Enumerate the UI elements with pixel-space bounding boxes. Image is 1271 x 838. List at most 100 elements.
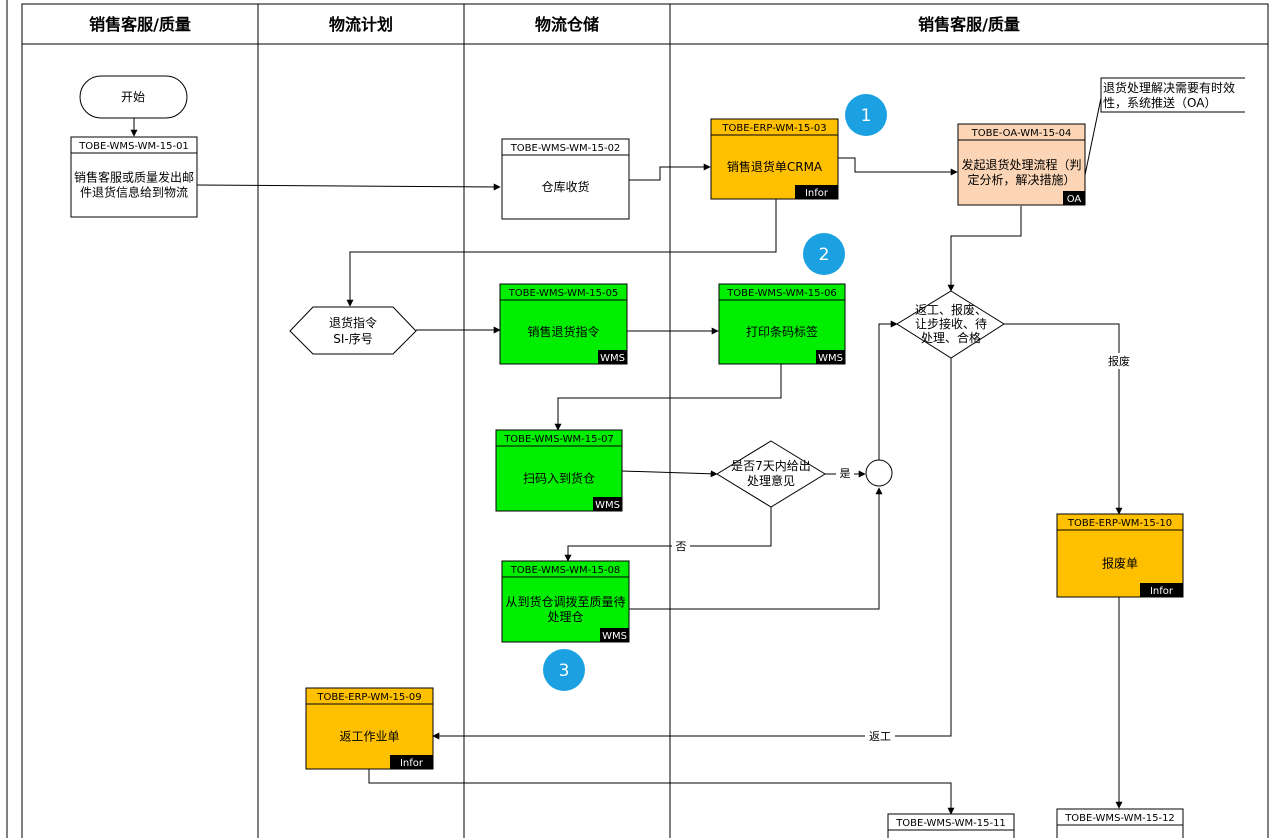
edge-04-to-decision2 [947,206,1022,292]
process-box-11: TOBE-WMS-WM-15-11 [887,813,1015,838]
step-badge-circle [845,94,887,136]
process-box-text: 返工作业单 [339,730,399,744]
system-tag: WMS [595,500,620,511]
edge-decision1-to-08 [564,506,772,562]
decision-7-days [716,440,826,508]
step-badge-label: 1 [861,106,872,126]
system-tag-bg [390,755,433,769]
note-leader-line [1084,97,1102,176]
process-box-id: TOBE-WMS-WM-15-11 [895,818,1006,829]
process-box-10: TOBE-ERP-WM-15-10 报废单 Infor [1056,513,1184,598]
process-box-id: TOBE-OA-WM-15-04 [971,128,1072,139]
process-box-3: TOBE-ERP-WM-15-03 销售退货单CRMA Infor [710,118,839,200]
note-line-2: 性，系统推送（OA） [1103,95,1216,110]
process-box-12: TOBE-WMS-WM-15-12 [1056,808,1184,838]
edge-label-yes: 是 [840,467,851,480]
decision-disposition [896,290,1005,359]
process-box-text: 件退货信息给到物流 [80,185,188,200]
system-tag-bg [816,350,845,364]
system-tag: Infor [1150,586,1174,597]
process-box-body [887,813,1015,838]
system-tag: Infor [805,188,829,199]
start-terminator-label: 开始 [121,90,145,104]
edge-03-to-hexagon [346,199,777,307]
edge-decision2-to-10 [1004,323,1123,515]
system-tag: WMS [600,353,625,364]
process-box-text: 扫码入到货仓 [523,471,595,486]
system-tag: OA [1067,194,1082,205]
lane-title-logistics-warehouse: 物流仓储 [535,15,599,34]
step-badge-circle [803,233,845,275]
process-box-7: TOBE-WMS-WM-15-07 扫码入到货仓 WMS [495,429,623,512]
start-terminator [79,75,188,119]
edge-07-to-decision1 [621,470,718,478]
system-tag-bg [795,185,838,199]
edge-08-to-merge [629,487,883,610]
decision-7-days-line-2: 处理意见 [747,473,795,488]
process-box-text: 报废单 [1102,556,1138,571]
decision-disposition-line-1: 返工、报废、 [915,302,987,317]
lane-title-sales-quality-right: 销售客服/质量 [918,15,1020,34]
merge-connector [865,459,893,487]
process-box-text: 销售退货单CRMA [727,159,823,174]
lane-title-logistics-plan: 物流计划 [329,15,393,34]
note-bracket [1100,77,1245,113]
lane-title-sales-quality-left: 销售客服/质量 [89,15,191,34]
process-box-text: 打印条码标签 [746,324,818,339]
edge-03-to-04 [838,157,958,176]
step-badge-circle [543,649,585,691]
step-badges: 1 2 3 [543,94,887,691]
process-box-text: 处理仓 [547,610,583,624]
process-box-id: TOBE-ERP-WM-15-10 [1067,518,1172,529]
system-tag-bg [600,628,629,642]
decision-disposition-line-3: 处理、合格 [921,330,981,345]
swimlane-frame [6,0,1269,838]
hexagon-line-1: 退货指令 [329,315,377,330]
system-tag: WMS [602,631,627,642]
process-box-id: TOBE-ERP-WM-15-03 [721,123,826,134]
system-tag-bg [1140,583,1183,597]
edge-01-to-02 [196,183,501,191]
process-box-id: TOBE-WMS-WM-15-06 [726,288,837,299]
process-box-id: TOBE-WMS-WM-15-08 [510,565,621,576]
connectors [130,97,1123,815]
edge-decision2-to-09 [432,357,952,740]
process-box-body [1056,808,1184,838]
process-box-text: 销售退货指令 [527,324,599,339]
system-tag-bg [598,350,627,364]
edge-06-to-07 [554,364,782,431]
process-box-9: TOBE-ERP-WM-15-09 返工作业单 Infor [305,687,434,770]
decision-disposition-line-2: 让步接收、待 [915,316,987,331]
system-tag-bg [593,497,622,511]
step-badge-label: 3 [559,661,570,681]
process-box-text: 销售客服或质量发出邮 [74,170,194,185]
process-boxes: TOBE-WMS-WM-15-01销售客服或质量发出邮件退货信息给到物流TOBE… [70,118,1184,838]
process-box-text: 从到货仓调拨至质量待 [505,594,625,609]
process-box-id: TOBE-WMS-WM-15-12 [1064,813,1175,824]
process-box-text: 仓库收货 [541,179,589,194]
system-tag: Infor [400,758,424,769]
process-box-id: TOBE-WMS-WM-15-01 [78,141,189,152]
process-box-body [501,138,630,220]
return-instruction-hexagon [289,306,417,355]
note-line-1: 退货处理解决需要有时效 [1103,80,1235,95]
process-box-body [70,136,198,218]
process-box-id: TOBE-WMS-WM-15-07 [503,434,614,445]
edge-merge-to-decision2 [878,320,898,461]
system-tag-bg [1063,191,1085,205]
edge-02-to-03 [629,163,711,181]
step-badge-label: 2 [819,245,830,265]
hexagon-line-2: SI-序号 [333,331,373,346]
edge-label-no: 否 [676,540,687,553]
edge-09-to-11 [368,769,955,815]
process-box-text: 发起退货处理流程（判 [961,157,1081,172]
step-badge-3: 3 [543,649,585,691]
process-box-id: TOBE-ERP-WM-15-09 [316,692,421,703]
step-badge-1: 1 [845,94,887,136]
